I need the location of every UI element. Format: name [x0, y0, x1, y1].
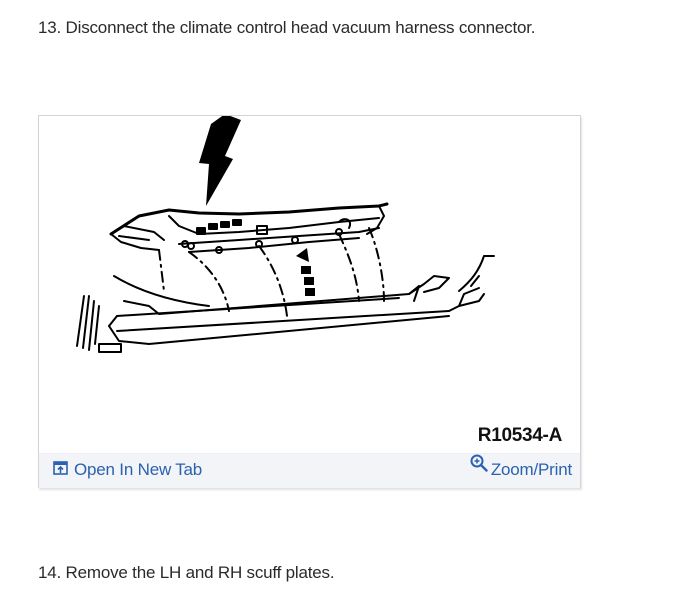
open-in-new-tab-link[interactable]: Open In New Tab	[53, 460, 202, 480]
zoom-in-magnifier-icon	[470, 454, 488, 477]
climate-control-head-diagram[interactable]: R10534-A	[39, 116, 580, 453]
zoom-print-label: Zoom/Print	[490, 460, 572, 479]
line-drawing	[76, 116, 495, 353]
figure-reference-code: R10534-A	[477, 425, 563, 446]
zoom-print-link[interactable]: Zoom/Print	[470, 454, 572, 480]
step-13-instruction: 13. Disconnect the climate control head …	[38, 18, 536, 37]
step-14-instruction: 14. Remove the LH and RH scuff plates.	[38, 563, 335, 582]
figure-card: R10534-A Open In New Tab Zoom/Print	[38, 115, 581, 488]
figure-footer: Open In New Tab Zoom/Print	[39, 453, 580, 488]
open-in-new-tab-label: Open In New Tab	[74, 460, 203, 479]
open-in-new-tab-icon	[53, 460, 68, 480]
